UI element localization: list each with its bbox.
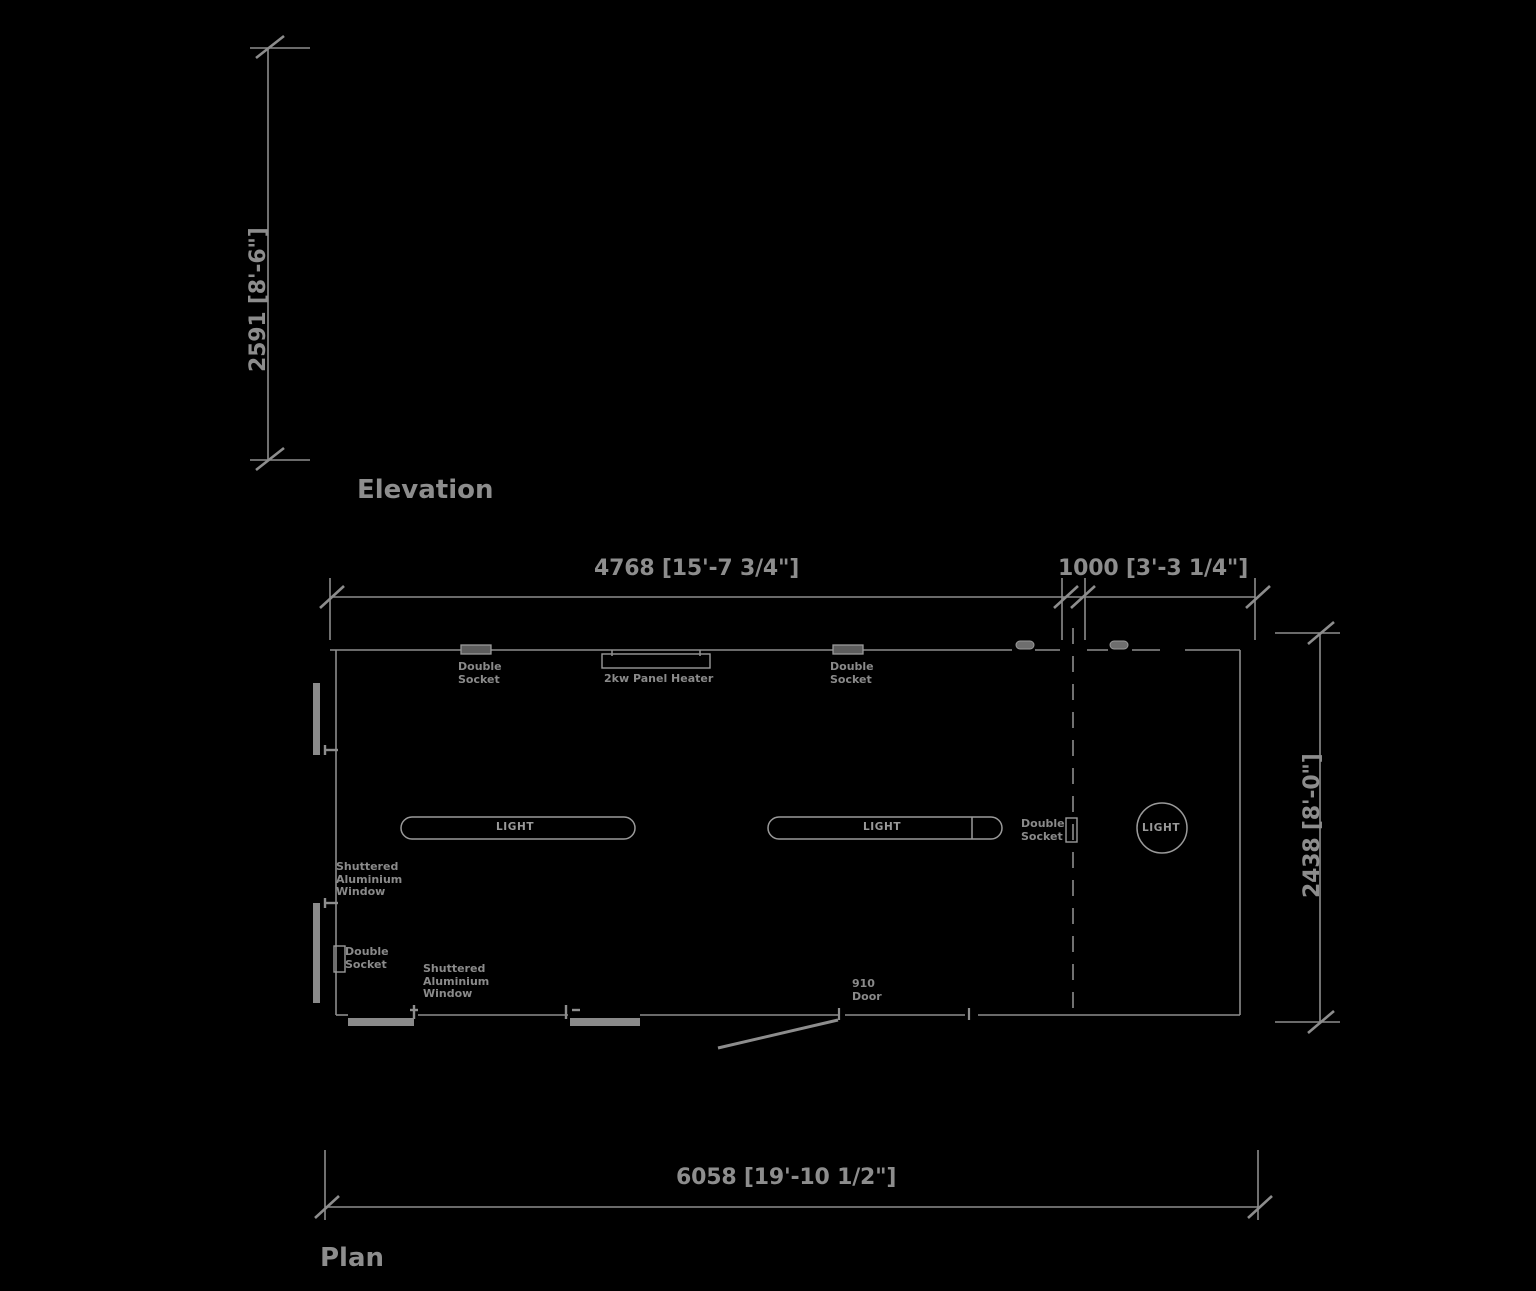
plan-top-dimension-2: 1000 [3'-3 1/4"] bbox=[1058, 556, 1249, 581]
plan-view-title: Plan bbox=[320, 1243, 385, 1273]
annotation-panel-heater: 2kw Panel Heater bbox=[604, 672, 714, 685]
annotation-window-left-upper: Shuttered Aluminium Window bbox=[336, 860, 403, 898]
socket-symbol-partition bbox=[1065, 817, 1078, 843]
socket-symbol-left-wall bbox=[333, 945, 346, 973]
light-round-label: LIGHT bbox=[1142, 822, 1181, 834]
panel-heater-symbol bbox=[601, 650, 711, 669]
elevation-height-dimension: 2591 [8'-6"] bbox=[246, 227, 271, 372]
plan-right-dimension: 2438 [8'-0"] bbox=[1300, 753, 1325, 898]
plan-bottom-dimension: 6058 [19'-10 1/2"] bbox=[676, 1165, 897, 1190]
plan-top-dimension-line bbox=[319, 578, 1271, 640]
annotation-socket-top-right: Double Socket bbox=[830, 660, 874, 686]
window-left-upper-symbol bbox=[313, 683, 338, 755]
socket-symbol-top-left bbox=[460, 644, 492, 655]
elevation-view-title: Elevation bbox=[357, 475, 494, 505]
switch-symbols bbox=[1015, 640, 1129, 650]
window-left-lower-symbol bbox=[313, 898, 338, 1003]
light-strip-right-label: LIGHT bbox=[863, 821, 902, 833]
plan-right-dimension-line bbox=[1275, 621, 1340, 1034]
light-strip-left-label: LIGHT bbox=[496, 821, 535, 833]
plan-bottom-dimension-line bbox=[314, 1150, 1273, 1220]
plan-top-dimension-1: 4768 [15'-7 3/4"] bbox=[594, 556, 800, 581]
annotation-socket-top-left: Double Socket bbox=[458, 660, 502, 686]
socket-symbol-top-right bbox=[832, 644, 864, 655]
annotation-door: 910 Door bbox=[852, 977, 882, 1003]
light-strip-left-symbol bbox=[400, 816, 636, 840]
light-round-symbol bbox=[1136, 802, 1188, 854]
annotation-socket-partition: Double Socket bbox=[1021, 817, 1065, 843]
window-bottom-left-symbol bbox=[348, 1005, 418, 1026]
elevation-dimension-line bbox=[250, 34, 310, 472]
cabin-outline bbox=[330, 649, 1241, 1016]
light-strip-right-symbol bbox=[767, 816, 1003, 840]
window-bottom-right-symbol bbox=[564, 1005, 640, 1026]
annotation-window-bottom: Shuttered Aluminium Window bbox=[423, 962, 490, 1000]
annotation-socket-left-wall: Double Socket bbox=[345, 945, 389, 971]
door-symbol bbox=[717, 1008, 971, 1050]
